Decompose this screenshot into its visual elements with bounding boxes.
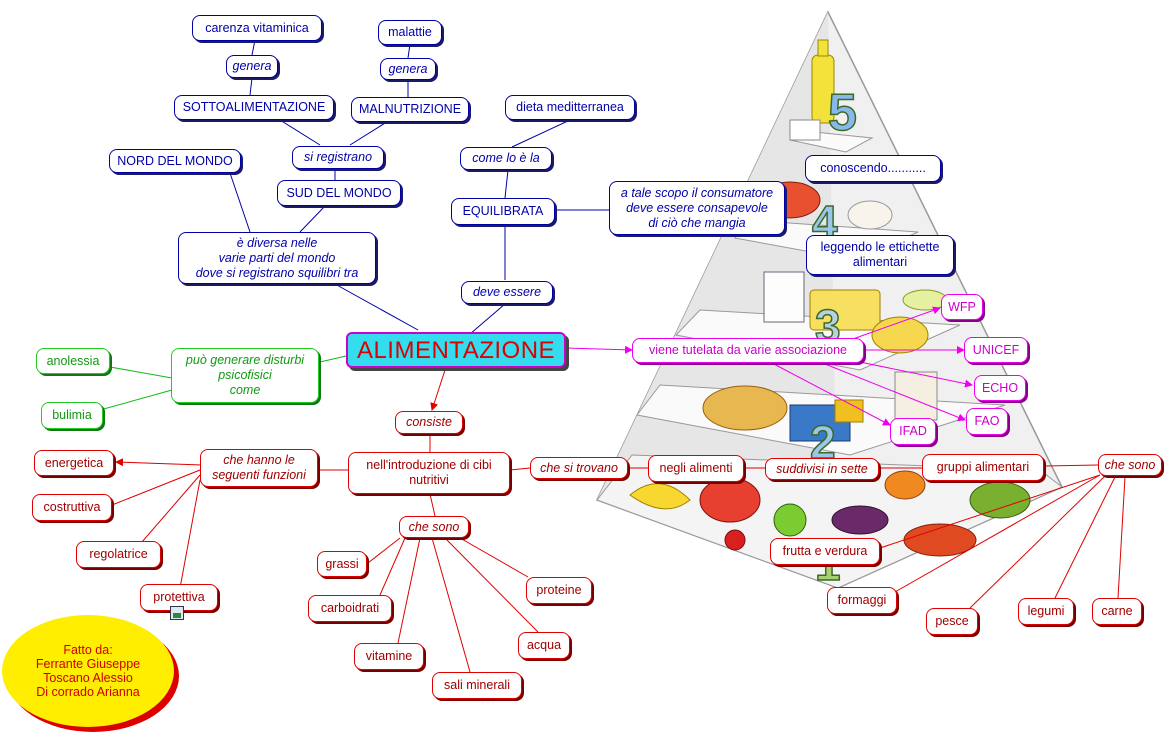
node-viene-tutelata[interactable]: viene tutelata da varie associazione: [632, 338, 864, 363]
credit-line-2: Ferrante Giuseppe: [35, 657, 141, 671]
node-si-registrano[interactable]: si registrano: [292, 146, 384, 169]
node-energetica[interactable]: energetica: [34, 450, 114, 476]
node-frutta-e-verdura[interactable]: frutta e verdura: [770, 538, 880, 565]
node-carenza-vitaminica[interactable]: carenza vitaminica: [192, 15, 322, 41]
node-pesce[interactable]: pesce: [926, 608, 978, 635]
node-malattie[interactable]: malattie: [378, 20, 442, 45]
node-carboidrati[interactable]: carboidrati: [308, 595, 392, 622]
credit-line-4: Di corrado Arianna: [36, 685, 140, 699]
credits-ellipse: Fatto da: Ferrante Giuseppe Toscano Ales…: [2, 615, 174, 727]
node-dieta-meditterranea[interactable]: dieta meditterranea: [505, 95, 635, 120]
node-disturbi-psicofisici[interactable]: può generare disturbi psicofisici come: [171, 348, 319, 403]
node-deve-essere[interactable]: deve essere: [461, 281, 553, 304]
node-formaggi[interactable]: formaggi: [827, 587, 897, 614]
node-suddivisi-in-sette[interactable]: suddivisi in sette: [765, 458, 879, 480]
node-funzioni[interactable]: che hanno le seguenti funzioni: [200, 449, 318, 487]
node-echo[interactable]: ECHO: [974, 375, 1026, 401]
node-genera-2[interactable]: genera: [380, 58, 436, 80]
node-diversa-nelle-varie-parti[interactable]: è diversa nelle varie parti del mondo do…: [178, 232, 376, 284]
credit-line-3: Toscano Alessio: [43, 671, 133, 685]
node-anolessia[interactable]: anolessia: [36, 348, 110, 374]
node-sali-minerali[interactable]: sali minerali: [432, 672, 522, 699]
node-che-sono-right[interactable]: che sono: [1098, 454, 1162, 476]
node-costruttiva[interactable]: costruttiva: [32, 494, 112, 521]
node-bulimia[interactable]: bulimia: [41, 402, 103, 429]
credit-line-1: Fatto da:: [63, 643, 113, 657]
node-fao[interactable]: FAO: [966, 408, 1008, 435]
node-wfp[interactable]: WFP: [941, 294, 983, 320]
node-che-si-trovano[interactable]: che si trovano: [530, 457, 628, 479]
image-attachment-icon[interactable]: [170, 606, 184, 620]
node-come-lo-e-la[interactable]: come lo è la: [460, 147, 552, 170]
central-node-alimentazione[interactable]: ALIMENTAZIONE: [346, 332, 566, 368]
node-equilibrata[interactable]: EQUILIBRATA: [451, 198, 555, 225]
node-vitamine[interactable]: vitamine: [354, 643, 424, 670]
node-acqua[interactable]: acqua: [518, 632, 570, 659]
node-unicef[interactable]: UNICEF: [964, 337, 1028, 363]
node-carne[interactable]: carne: [1092, 598, 1142, 625]
node-regolatrice[interactable]: regolatrice: [76, 541, 161, 568]
node-leggendo-le-etichette[interactable]: leggendo le ettichette alimentari: [806, 235, 954, 275]
node-genera-1[interactable]: genera: [226, 55, 278, 78]
level-5-number: 5: [828, 84, 857, 142]
node-consiste[interactable]: consiste: [395, 411, 463, 434]
node-sottoalimentazione[interactable]: SOTTOALIMENTAZIONE: [174, 95, 334, 120]
node-nord-del-mondo[interactable]: NORD DEL MONDO: [109, 149, 241, 173]
node-conoscendo[interactable]: conoscendo...........: [805, 155, 941, 182]
node-sud-del-mondo[interactable]: SUD DEL MONDO: [277, 180, 401, 206]
node-che-sono-mid[interactable]: che sono: [399, 516, 469, 538]
node-proteine[interactable]: proteine: [526, 577, 592, 604]
node-a-tale-scopo[interactable]: a tale scopo il consumatore deve essere …: [609, 181, 785, 235]
node-ifad[interactable]: IFAD: [890, 418, 936, 445]
node-gruppi-alimentari[interactable]: gruppi alimentari: [922, 454, 1044, 481]
node-grassi[interactable]: grassi: [317, 551, 367, 577]
node-introduzione-cibi-nutritivi[interactable]: nell'introduzione di cibi nutritivi: [348, 452, 510, 494]
node-malnutrizione[interactable]: MALNUTRIZIONE: [351, 97, 469, 122]
node-negli-alimenti[interactable]: negli alimenti: [648, 455, 744, 482]
node-legumi[interactable]: legumi: [1018, 598, 1074, 625]
